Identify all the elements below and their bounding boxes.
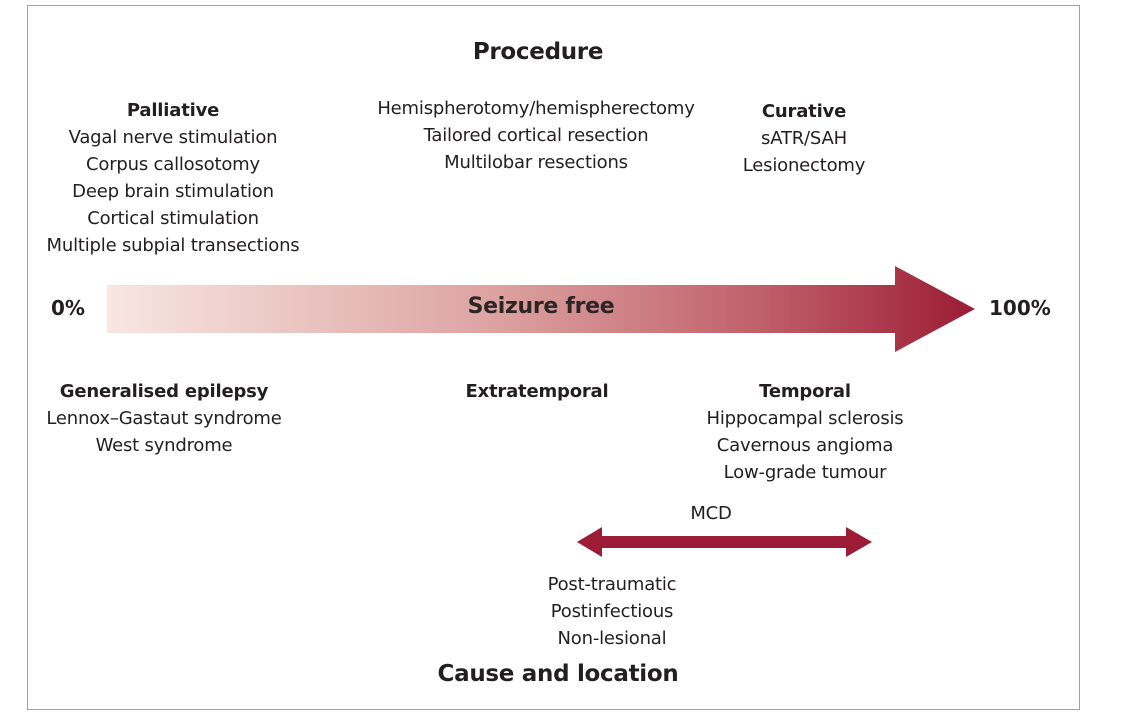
palliative-item: Cortical stimulation bbox=[87, 208, 259, 229]
palliative-item: Corpus callosotomy bbox=[86, 154, 260, 175]
generalised-heading: Generalised epilepsy bbox=[59, 381, 269, 402]
extratemporal-heading: Extratemporal bbox=[465, 381, 609, 402]
palliative-item: Deep brain stimulation bbox=[72, 181, 274, 202]
generalised-group: Generalised epilepsy Lennox–Gastaut synd… bbox=[46, 378, 281, 459]
cause-location-title: Cause and location bbox=[437, 661, 679, 687]
lesion-cause-item: Post-traumatic bbox=[547, 574, 677, 595]
curative-group: Curative sATR/SAH Lesionectomy bbox=[742, 98, 866, 179]
palliative-item: Vagal nerve stimulation bbox=[68, 127, 278, 148]
seizure-free-label: Seizure free bbox=[467, 294, 615, 319]
resection-item: Tailored cortical resection bbox=[423, 125, 649, 146]
curative-item: Lesionectomy bbox=[742, 155, 866, 176]
figure-frame bbox=[27, 5, 1080, 710]
extratemporal-group: Extratemporal bbox=[466, 378, 609, 405]
resection-group: Hemispherotomy/hemispherectomy Tailored … bbox=[377, 95, 695, 176]
temporal-item: Low-grade tumour bbox=[723, 462, 887, 483]
palliative-item: Multiple subpial transections bbox=[46, 235, 300, 256]
temporal-heading: Temporal bbox=[759, 381, 851, 402]
temporal-item: Cavernous angioma bbox=[716, 435, 894, 456]
resection-item: Hemispherotomy/hemispherectomy bbox=[377, 98, 695, 119]
curative-item: sATR/SAH bbox=[761, 128, 847, 149]
generalised-item: West syndrome bbox=[95, 435, 233, 456]
lesion-cause-item: Non-lesional bbox=[557, 628, 667, 649]
lesion-cause-item: Postinfectious bbox=[550, 601, 674, 622]
generalised-item: Lennox–Gastaut syndrome bbox=[46, 408, 282, 429]
mcd-label: MCD bbox=[690, 503, 732, 524]
procedure-title: Procedure bbox=[472, 39, 604, 65]
mcd-double-arrow bbox=[577, 527, 872, 557]
resection-item: Multilobar resections bbox=[444, 152, 628, 173]
zero-percent-label: 0% bbox=[51, 296, 85, 320]
lesion-causes-group: Post-traumatic Postinfectious Non-lesion… bbox=[548, 571, 677, 652]
palliative-heading: Palliative bbox=[126, 100, 220, 121]
curative-heading: Curative bbox=[761, 101, 847, 122]
seizure-free-arrow bbox=[107, 266, 975, 352]
hundred-percent-label: 100% bbox=[989, 296, 1051, 320]
temporal-item: Hippocampal sclerosis bbox=[706, 408, 904, 429]
palliative-group: Palliative Vagal nerve stimulation Corpu… bbox=[47, 97, 300, 259]
temporal-group: Temporal Hippocampal sclerosis Cavernous… bbox=[707, 378, 904, 486]
